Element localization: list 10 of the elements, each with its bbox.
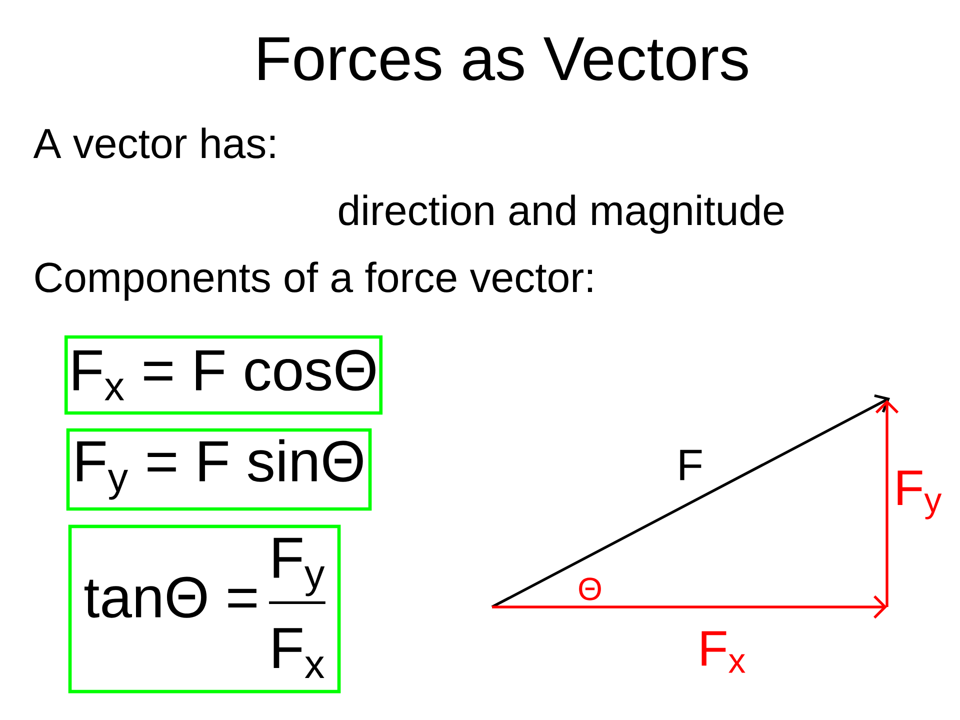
angle-label: Θ: [579, 578, 601, 600]
formula-box: F$_{y}$ = F sinΘ: [66, 428, 372, 511]
component-label: F$_{y}$: [898, 470, 942, 520]
formula-box: tanΘ = F$_{y}$ F$_{x}$: [68, 524, 341, 694]
formula-box: F$_{x}$ = F cosΘ: [64, 335, 383, 415]
vector-label: F: [680, 450, 702, 480]
title: Forces as Vectors: [259, 37, 748, 81]
text-line: A vector has:: [33, 128, 274, 158]
text-line: direction and magnitude: [339, 194, 784, 234]
component-label: F$_{x}$: [702, 631, 746, 673]
